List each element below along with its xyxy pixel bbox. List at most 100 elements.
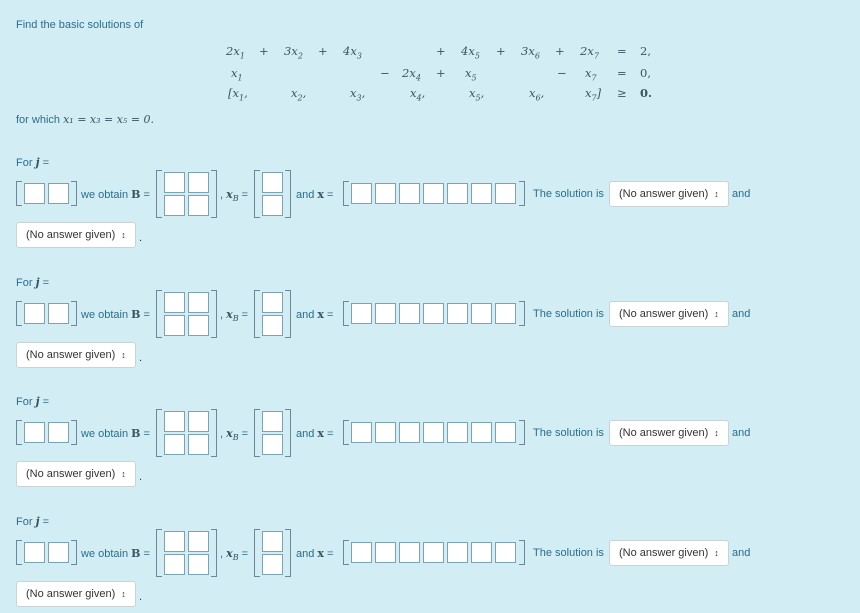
- updown-caret-icon: ↕: [714, 548, 719, 558]
- solution-type-select[interactable]: (No answer given)↕: [609, 181, 729, 207]
- updown-caret-icon: ↕: [121, 589, 126, 599]
- period: .: [139, 352, 143, 364]
- x-input-6[interactable]: [471, 183, 492, 204]
- j-input-1[interactable]: [24, 422, 45, 443]
- matrix-b-22[interactable]: [188, 195, 209, 216]
- solution-feasibility-select[interactable]: (No answer given)↕: [16, 461, 136, 487]
- matrix-b-12[interactable]: [188, 531, 209, 552]
- x-bracket-left: [343, 181, 349, 206]
- x-bracket-right: [519, 540, 525, 565]
- x-input-3[interactable]: [399, 422, 420, 443]
- x-input-7[interactable]: [495, 422, 516, 443]
- matrix-b-22[interactable]: [188, 315, 209, 336]
- x-input-1[interactable]: [351, 183, 372, 204]
- x-input-6[interactable]: [471, 303, 492, 324]
- updown-caret-icon: ↕: [714, 428, 719, 438]
- matrix-b-12[interactable]: [188, 172, 209, 193]
- vector-bracket-left: [254, 409, 260, 457]
- and-x-label: and x =: [296, 308, 334, 321]
- j-input-2[interactable]: [48, 303, 69, 324]
- vector-xb-1[interactable]: [262, 172, 283, 193]
- matrix-b-21[interactable]: [164, 554, 185, 575]
- j-input-2[interactable]: [48, 542, 69, 563]
- x-input-2[interactable]: [375, 542, 396, 563]
- matrix-b-11[interactable]: [164, 531, 185, 552]
- x-input-7[interactable]: [495, 183, 516, 204]
- updown-caret-icon: ↕: [121, 350, 126, 360]
- and-x-label: and x =: [296, 427, 334, 440]
- j-input-1[interactable]: [24, 542, 45, 563]
- x-bracket-left: [343, 540, 349, 565]
- j-input-2[interactable]: [48, 422, 69, 443]
- x-input-3[interactable]: [399, 183, 420, 204]
- x-input-4[interactable]: [423, 303, 444, 324]
- x-input-5[interactable]: [447, 422, 468, 443]
- x-input-5[interactable]: [447, 542, 468, 563]
- vector-xb-2[interactable]: [262, 554, 283, 575]
- bracket-right: [71, 540, 77, 565]
- vector-xb-2[interactable]: [262, 195, 283, 216]
- vector-xb-1[interactable]: [262, 411, 283, 432]
- relation-eq: =: [617, 66, 627, 80]
- matrix-b-22[interactable]: [188, 554, 209, 575]
- matrix-b-12[interactable]: [188, 292, 209, 313]
- matrix-b-11[interactable]: [164, 411, 185, 432]
- x-input-6[interactable]: [471, 542, 492, 563]
- j-input-1[interactable]: [24, 303, 45, 324]
- x-input-2[interactable]: [375, 303, 396, 324]
- period: .: [139, 471, 143, 483]
- x-input-5[interactable]: [447, 303, 468, 324]
- x-input-7[interactable]: [495, 542, 516, 563]
- vector-bracket-right: [285, 409, 291, 457]
- vector-xb-1[interactable]: [262, 531, 283, 552]
- x-input-7[interactable]: [495, 303, 516, 324]
- solution-type-select[interactable]: (No answer given)↕: [609, 301, 729, 327]
- op-plus: +: [318, 44, 328, 58]
- vector-xb-2[interactable]: [262, 434, 283, 455]
- op-plus: +: [496, 44, 506, 58]
- matrix-b-21[interactable]: [164, 195, 185, 216]
- matrix-b-12[interactable]: [188, 411, 209, 432]
- vector-xb-2[interactable]: [262, 315, 283, 336]
- x-input-5[interactable]: [447, 183, 468, 204]
- var-x6: x6,: [529, 86, 545, 103]
- and-label: and: [732, 547, 751, 559]
- condition-text: for which x₁ = x₃ = x₅ = 0.: [16, 113, 155, 126]
- matrix-b-11[interactable]: [164, 292, 185, 313]
- solution-feasibility-select[interactable]: (No answer given)↕: [16, 222, 136, 248]
- solution-feasibility-select[interactable]: (No answer given)↕: [16, 342, 136, 368]
- we-obtain-label: we obtain B =: [81, 188, 150, 201]
- x-input-1[interactable]: [351, 303, 372, 324]
- solution-type-select[interactable]: (No answer given)↕: [609, 420, 729, 446]
- solution-is-label: The solution is: [533, 547, 604, 559]
- x-input-2[interactable]: [375, 422, 396, 443]
- vector-xb-1[interactable]: [262, 292, 283, 313]
- op-minus: −: [557, 66, 567, 80]
- x-input-1[interactable]: [351, 542, 372, 563]
- x-input-4[interactable]: [423, 422, 444, 443]
- condition-math: x₁ = x₃ = x₅ = 0.: [63, 113, 155, 126]
- x-input-3[interactable]: [399, 303, 420, 324]
- matrix-b-11[interactable]: [164, 172, 185, 193]
- rhs-value: 0,: [640, 66, 651, 80]
- matrix-b-21[interactable]: [164, 434, 185, 455]
- vector-bracket-left: [254, 529, 260, 577]
- instruction-text: Find the basic solutions of: [16, 19, 144, 31]
- matrix-b-21[interactable]: [164, 315, 185, 336]
- x-input-1[interactable]: [351, 422, 372, 443]
- solution-feasibility-select[interactable]: (No answer given)↕: [16, 581, 136, 607]
- period: .: [139, 591, 143, 603]
- term-2x4: 2x4: [402, 66, 421, 83]
- x-input-2[interactable]: [375, 183, 396, 204]
- j-input-1[interactable]: [24, 183, 45, 204]
- x-input-6[interactable]: [471, 422, 492, 443]
- j-input-2[interactable]: [48, 183, 69, 204]
- x-input-4[interactable]: [423, 542, 444, 563]
- matrix-b-22[interactable]: [188, 434, 209, 455]
- x-input-3[interactable]: [399, 542, 420, 563]
- and-label: and: [732, 308, 751, 320]
- term-3x6: 3x6: [521, 44, 540, 61]
- solution-type-select[interactable]: (No answer given)↕: [609, 540, 729, 566]
- term-3x2: 3x2: [284, 44, 303, 61]
- x-input-4[interactable]: [423, 183, 444, 204]
